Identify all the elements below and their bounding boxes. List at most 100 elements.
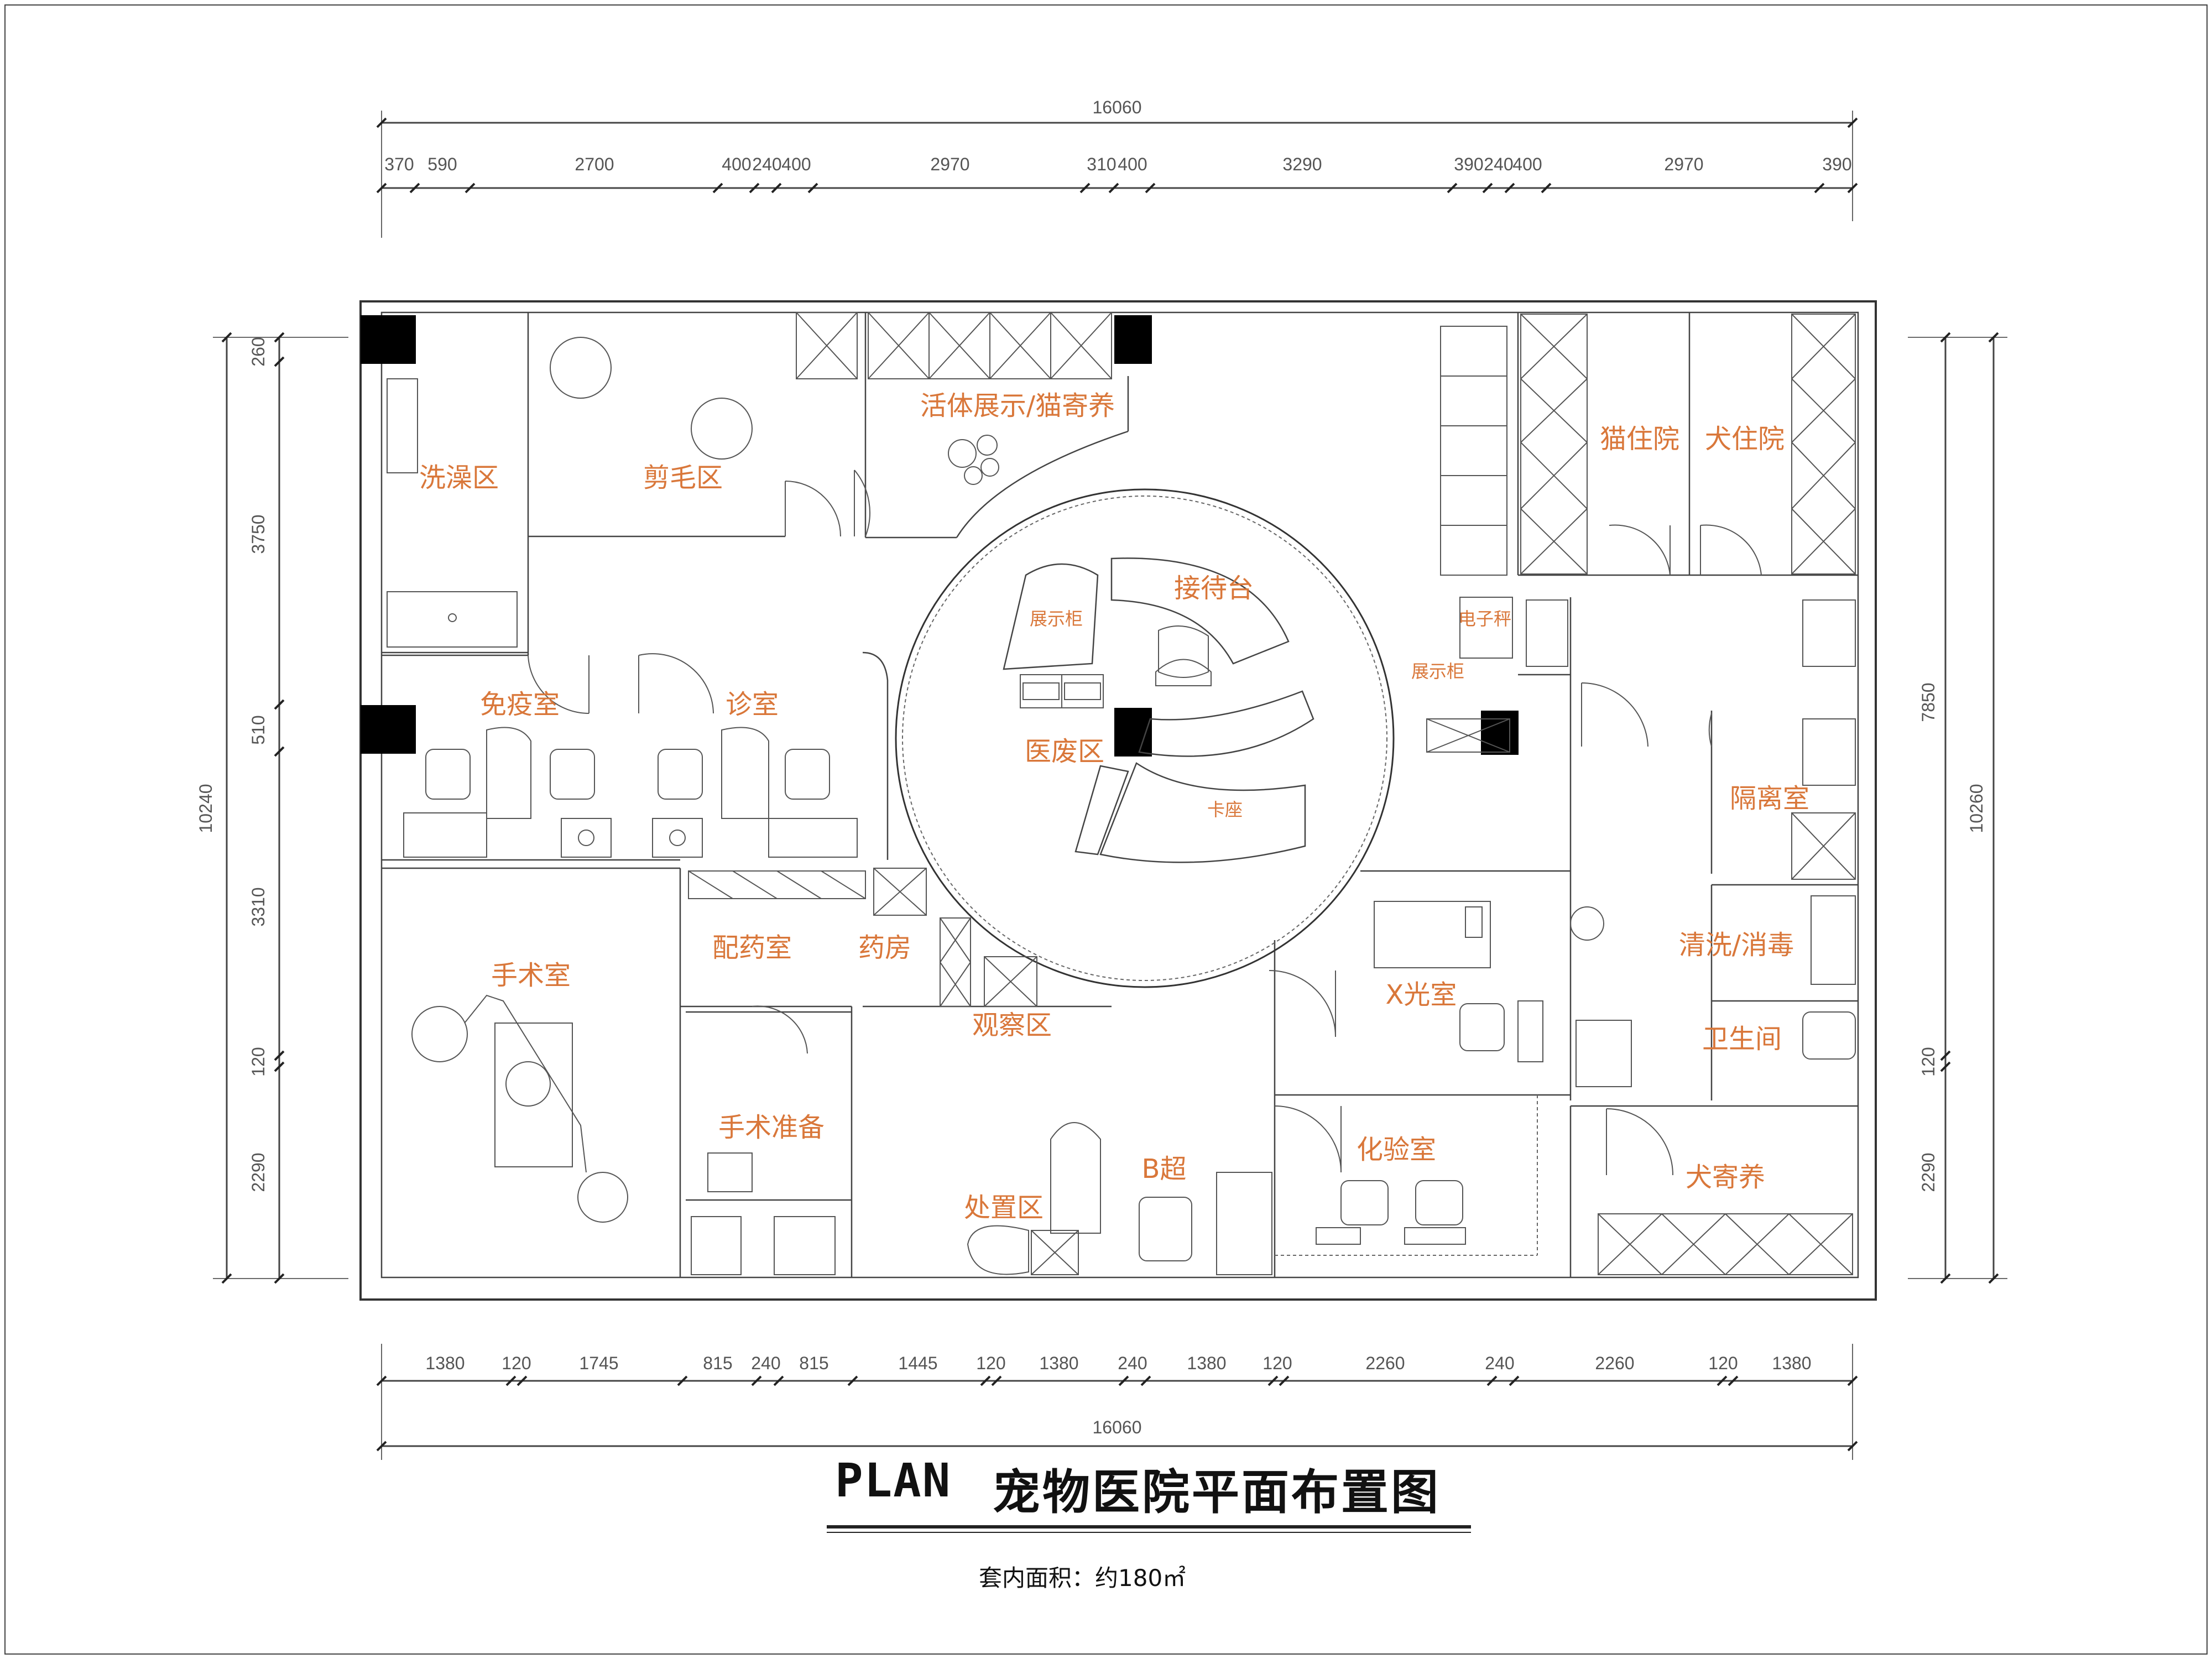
dim-bottom-total: 16060 [1093,1417,1142,1437]
bottom-dimension-group: 1380 120 1745 815 240 815 1445 120 1380 … [376,1344,1858,1460]
left-ticks [221,332,285,1284]
drawing-title: 宠物医院平面布置图 [993,1465,1441,1520]
room-label-dog-ward: 犬住院 [1705,424,1785,455]
room-label-surgery: 手术室 [491,960,571,991]
dim-left-seg-1: 260 [248,337,268,366]
dim-top-seg-9: 400 [1118,154,1147,174]
dim-top-seg-7: 2970 [930,154,969,174]
left-dimension-group: 10240 260 3750 510 3310 120 2290 [196,332,348,1284]
dim-top-seg-1: 370 [384,154,414,174]
bottom-ticks [376,1375,1858,1452]
grooming-table-2 [691,398,753,460]
dim-bottom-seg-11: 1380 [1187,1353,1226,1373]
ultrasound-machine [1139,1197,1192,1261]
room-label-medical-waste: 医废区 [1025,736,1104,767]
consult-room-furniture [652,727,858,858]
room-label-vaccine: 免疫室 [480,689,560,720]
right-ticks [1940,332,1999,1284]
storage-cabinets [688,312,1856,1275]
room-label-display-cabinet-2: 展示柜 [1411,661,1464,682]
dim-top-seg-8: 310 [1087,154,1116,174]
plan-label: PLAN [835,1453,952,1507]
title-underline-thin [827,1532,1471,1533]
dim-left-seg-2: 3750 [248,514,268,554]
dim-bottom-seg-1: 1380 [425,1353,465,1373]
room-label-dog-boarding: 犬寄养 [1686,1162,1765,1193]
prep-sink [707,1152,753,1192]
bath-tub [387,591,518,648]
dim-bottom-seg-17: 1380 [1772,1353,1811,1373]
dim-bottom-seg-6: 815 [799,1353,828,1373]
room-label-b-ultrasound: B超 [1142,1154,1187,1185]
dim-top-total: 16060 [1093,97,1142,117]
vaccine-room-furniture [403,727,612,858]
dim-bottom-seg-9: 1380 [1039,1353,1078,1373]
room-label-surgery-prep: 手术准备 [718,1112,825,1143]
central-rotunda [895,488,1395,988]
structural-piers [361,315,1519,757]
room-label-dispensing: 配药室 [712,932,792,963]
room-label-reception: 接待台 [1174,573,1254,604]
dim-bottom-seg-4: 815 [703,1353,732,1373]
room-label-consult: 诊室 [726,689,779,720]
dim-bottom-seg-15: 2260 [1595,1353,1634,1373]
room-label-toilet: 卫生间 [1702,1024,1782,1055]
dim-bottom-seg-10: 240 [1118,1353,1147,1373]
area-note: 套内面积：约180㎡ [979,1564,1186,1592]
dim-left-seg-3: 510 [248,715,268,744]
cat-ward-cages [1520,314,1588,575]
dim-left-seg-4: 3310 [248,887,268,926]
room-label-lab: 化验室 [1357,1134,1436,1165]
top-display-cabinets [796,312,1112,379]
dim-bottom-seg-2: 120 [502,1353,531,1373]
dim-top-seg-6: 400 [781,154,811,174]
room-label-isolation: 隔离室 [1730,783,1809,814]
dim-bottom-seg-5: 240 [751,1353,780,1373]
interior-walls [382,312,1858,1277]
room-label-wash-disinfect: 清洗/消毒 [1679,930,1794,961]
right-dimension-group: 7850 10260 120 2290 [1908,332,2007,1284]
xray-table [1374,901,1491,968]
dim-top-seg-3: 2700 [575,154,614,174]
dim-top-seg-10: 3290 [1282,154,1322,174]
dim-bottom-seg-8: 120 [976,1353,1005,1373]
room-label-display-cabinet-1: 展示柜 [1030,608,1083,629]
drawing-frame [4,4,2208,1655]
dim-bottom-seg-14: 240 [1485,1353,1514,1373]
furniture [387,337,1856,1275]
cat-tree [948,435,999,485]
dim-left-seg-6: 2290 [248,1152,268,1192]
dim-top-seg-11: 390 [1454,154,1483,174]
treatment-table [1050,1122,1101,1234]
room-label-grooming: 剪毛区 [643,462,723,493]
dim-left-seg-5: 120 [248,1047,268,1076]
room-label-electronic-scale: 电子秤 [1458,608,1511,629]
dim-top-seg-4: 400 [722,154,751,174]
doors [528,469,1762,1176]
dim-top-seg-2: 590 [427,154,457,174]
dim-bottom-seg-3: 1745 [579,1353,618,1373]
dim-top-seg-14: 2970 [1664,154,1703,174]
top-ticks [376,117,1858,194]
room-label-cat-ward: 猫住院 [1600,424,1679,455]
outer-walls [359,300,1877,1301]
dim-left-total: 10240 [196,784,216,833]
dim-top-seg-13: 400 [1512,154,1542,174]
dim-right-total: 10260 [1966,784,1986,833]
dim-right-seg-1: 120 [1918,1047,1938,1076]
treatment-cabinet [1031,1230,1079,1275]
dim-bottom-seg-16: 120 [1708,1353,1738,1373]
room-label-booth-seat: 卡座 [1207,799,1243,820]
room-label-display-boarding: 活体展示/猫寄养 [920,390,1115,421]
dim-bottom-seg-12: 120 [1262,1353,1292,1373]
dog-boarding-cages [1598,1213,1853,1275]
pharmacy-shelving [688,868,1037,1007]
room-label-observation: 观察区 [972,1010,1052,1041]
dim-bottom-seg-7: 1445 [898,1353,937,1373]
grooming-table-1 [550,337,612,399]
room-label-bath: 洗澡区 [419,462,499,493]
room-label-xray: X光室 [1386,979,1457,1010]
dim-top-seg-5: 240 [752,154,781,174]
room-labels: 洗澡区 剪毛区 活体展示/猫寄养 接待台 展示柜 展示柜 电子秤 猫住院 犬住院… [419,390,1809,1223]
